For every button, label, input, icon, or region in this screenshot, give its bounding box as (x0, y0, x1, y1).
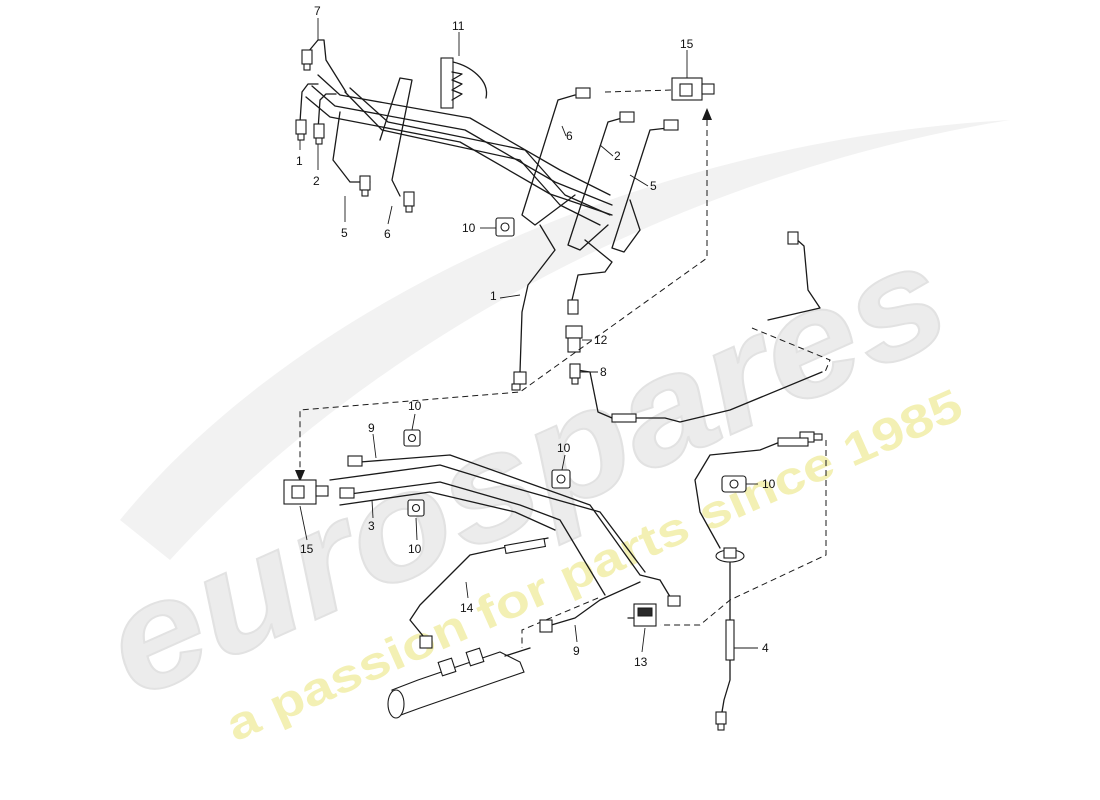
fitting-8 (569, 363, 581, 385)
pipe-2-right (567, 117, 623, 251)
callout-1-down: 1 (490, 289, 497, 303)
pipe-bundle-4 (344, 91, 601, 226)
upper-pipe-bundle (295, 39, 715, 391)
fitting-1-bottom (511, 371, 527, 391)
pipe-bundle-5 (349, 87, 611, 216)
pipe-bundle-l2 (329, 464, 646, 573)
pipe-bundle-3 (305, 96, 613, 216)
fitting-9-bottom (539, 619, 553, 633)
block-13 (627, 603, 657, 627)
pipe-bundle-1 (317, 74, 611, 196)
pipe-1-top (299, 83, 319, 123)
pipe-9-top (359, 454, 661, 581)
callout-1-top: 1 (296, 154, 303, 168)
clip-11 (440, 57, 488, 109)
callout-2-right: 2 (614, 149, 621, 163)
clip-10-upper (495, 217, 515, 237)
pipe-5-loop (332, 111, 371, 183)
pipe-9-bottom (547, 581, 641, 627)
hose-sleeve-8 (611, 413, 637, 423)
fitting-right-5 (663, 119, 679, 131)
guide-right (751, 327, 831, 373)
guide-up-arrow (299, 110, 708, 480)
pipe-bundle-2 (311, 85, 613, 206)
callout-5-right: 5 (650, 179, 657, 193)
watermark: eurospares a passion for parts since 198… (79, 120, 1010, 751)
pipe-bundle-l4 (339, 491, 556, 531)
callout-7: 7 (314, 4, 321, 18)
fitting-9-left (347, 455, 363, 467)
fitting-right-top (787, 231, 799, 245)
distributor-15-lower (283, 479, 329, 505)
callout-8: 8 (600, 365, 607, 379)
distributor-15-top (604, 77, 715, 101)
fitting-6 (403, 191, 415, 213)
fitting-14-bottom (419, 635, 433, 649)
clip-10-b (403, 429, 421, 447)
watermark-swoosh (120, 120, 1010, 560)
pipe-3 (349, 481, 606, 596)
fitting-2 (313, 123, 325, 145)
callout-13: 13 (634, 655, 648, 669)
master-cylinder (387, 647, 531, 719)
pipe-1-down (519, 224, 556, 373)
fitting-3-left (339, 487, 355, 499)
callout-5-top: 5 (341, 226, 348, 240)
pipe-8 (576, 369, 823, 423)
fitting-5 (359, 175, 371, 197)
callout-3: 3 (368, 519, 375, 533)
callout-9-bottom: 9 (573, 644, 580, 658)
hose-4-sleeve (725, 619, 735, 661)
guide-bottom (521, 597, 599, 648)
grommet-4 (715, 547, 745, 563)
fitting-right-2 (619, 111, 635, 123)
callout-labels: 7 11 15 6 2 5 1 2 5 6 10 1 12 8 10 9 10 … (296, 4, 776, 669)
callout-6-top: 6 (384, 227, 391, 241)
lower-pipe-bundle (283, 429, 681, 649)
callout-10-c: 10 (557, 441, 571, 455)
valve-12 (565, 299, 583, 353)
hose-sleeve-right (777, 437, 809, 447)
pipe-6-loop (379, 77, 413, 197)
callout-15-top: 15 (680, 37, 694, 51)
right-hose-assembly (569, 231, 823, 423)
callout-4: 4 (762, 641, 769, 655)
callout-10-b: 10 (408, 399, 422, 413)
fitting-7 (301, 49, 313, 71)
clip-10-c (551, 469, 571, 489)
fitting-pipe-right (667, 595, 681, 607)
callout-6-right: 6 (566, 129, 573, 143)
callout-15-lower: 15 (300, 542, 314, 556)
pipe-14 (409, 537, 549, 643)
callout-2-top: 2 (313, 174, 320, 188)
pipe-6-right (521, 94, 576, 226)
fitting-4-bottom (715, 711, 727, 731)
fitting-right-6 (575, 87, 591, 99)
fitting-1 (295, 119, 307, 141)
callout-12: 12 (594, 333, 608, 347)
callout-10-d: 10 (408, 542, 422, 556)
pipe-2-top (317, 93, 337, 131)
clip-10-d (407, 499, 425, 517)
pipe-to-12 (571, 239, 613, 301)
hose-sleeve-14 (503, 537, 547, 555)
callout-11: 11 (452, 19, 465, 33)
callout-9-top: 9 (368, 421, 375, 435)
leader-lines (299, 18, 758, 653)
pipe-5-right (611, 127, 669, 253)
pipe-right-top (767, 237, 821, 321)
callout-14: 14 (460, 601, 474, 615)
callout-10-upper: 10 (462, 221, 476, 235)
callout-10-e: 10 (762, 477, 776, 491)
hose-4-assembly (694, 431, 823, 731)
pipe-7 (307, 39, 347, 93)
clip-10-e (721, 475, 747, 493)
